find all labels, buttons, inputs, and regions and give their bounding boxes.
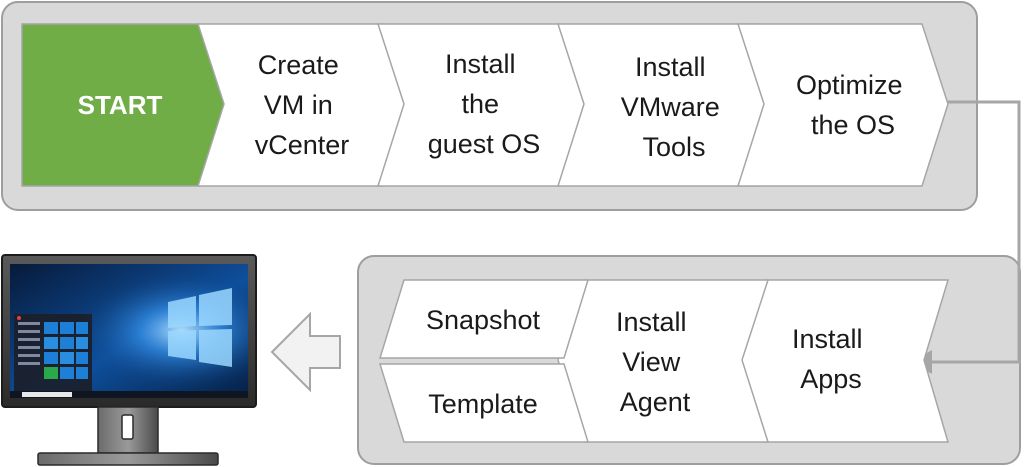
snapshot-label: Snapshot (426, 305, 541, 335)
step-label-line: Install (635, 52, 706, 82)
start-menu-tile (44, 367, 58, 379)
step-label-line: the OS (811, 110, 895, 140)
step-label-line: VMware (621, 92, 720, 122)
step-label: Create VM in vCenter (255, 50, 350, 160)
start-menu-tile (76, 322, 88, 334)
start-menu-tile (76, 367, 88, 379)
start-menu-tile (76, 352, 88, 364)
step-label-line: Install (792, 324, 863, 354)
windows-logo-pane (168, 296, 196, 328)
chevron (737, 279, 950, 443)
start-label: START (78, 90, 163, 120)
monitor-base (37, 452, 219, 466)
start-menu-tile (60, 337, 74, 349)
start-menu-tile (60, 367, 74, 379)
start-menu-list (18, 338, 40, 341)
step-label: Install VMware Tools (621, 52, 728, 162)
step-label-line: Tools (642, 132, 705, 162)
step-install-vmware-tools: Install VMware Tools (556, 23, 785, 187)
start-menu-list (18, 362, 40, 365)
output-arrow-icon (270, 311, 341, 393)
step-label-line: VM in (264, 90, 333, 120)
step-snapshot: Snapshot (378, 279, 590, 359)
windows-desktop-monitor-icon (1, 254, 257, 466)
template-label: Template (428, 389, 538, 419)
step-install-apps: Install Apps (737, 279, 950, 443)
start-menu-list (18, 322, 40, 325)
step-label: Install the guest OS (428, 49, 541, 159)
start-menu-tile (60, 322, 74, 334)
step-label-line: Optimize (796, 70, 903, 100)
start-menu-list (18, 346, 40, 349)
step-label: Install View Agent (616, 307, 694, 417)
start-menu-list (18, 330, 40, 333)
monitor-neck-slot (121, 414, 134, 440)
step-label-line: View (622, 347, 681, 377)
chevron (557, 279, 770, 443)
taskbar (10, 391, 248, 398)
start-menu-tile (44, 322, 58, 334)
start-menu-tile (60, 352, 74, 364)
step-template: Template (378, 363, 590, 443)
windows-logo-pane (168, 330, 196, 360)
step-label-line: Apps (800, 364, 862, 394)
start-menu-list (18, 354, 40, 357)
step-label-line: the (461, 89, 499, 119)
template-box (378, 363, 590, 443)
start-menu-tile (44, 337, 58, 349)
step-install-view-agent: Install View Agent (557, 279, 770, 443)
step-optimize-os: Optimize the OS (736, 23, 949, 187)
step-create-vm: Create VM in vCenter (196, 23, 409, 187)
step-label: Optimize the OS (796, 70, 910, 140)
step-label-line: Install (445, 49, 516, 79)
connector-line (930, 100, 1021, 364)
start-menu-accent (17, 316, 21, 320)
step-label: Install Apps (792, 324, 870, 394)
chevron (736, 23, 949, 187)
step-label-line: Install (616, 307, 687, 337)
windows-logo-pane (199, 288, 232, 326)
windows-logo-pane (199, 329, 232, 367)
start-step: START (21, 23, 227, 187)
taskbar-search (22, 392, 72, 397)
step-label-line: Agent (620, 387, 691, 417)
start-menu-tile (44, 352, 58, 364)
step-label-line: guest OS (428, 129, 541, 159)
step-label-line: Create (258, 50, 339, 80)
step-label-line: vCenter (255, 130, 350, 160)
snapshot-box (378, 279, 590, 359)
step-install-guest-os: Install the guest OS (376, 23, 585, 187)
start-menu-tile (76, 337, 88, 349)
